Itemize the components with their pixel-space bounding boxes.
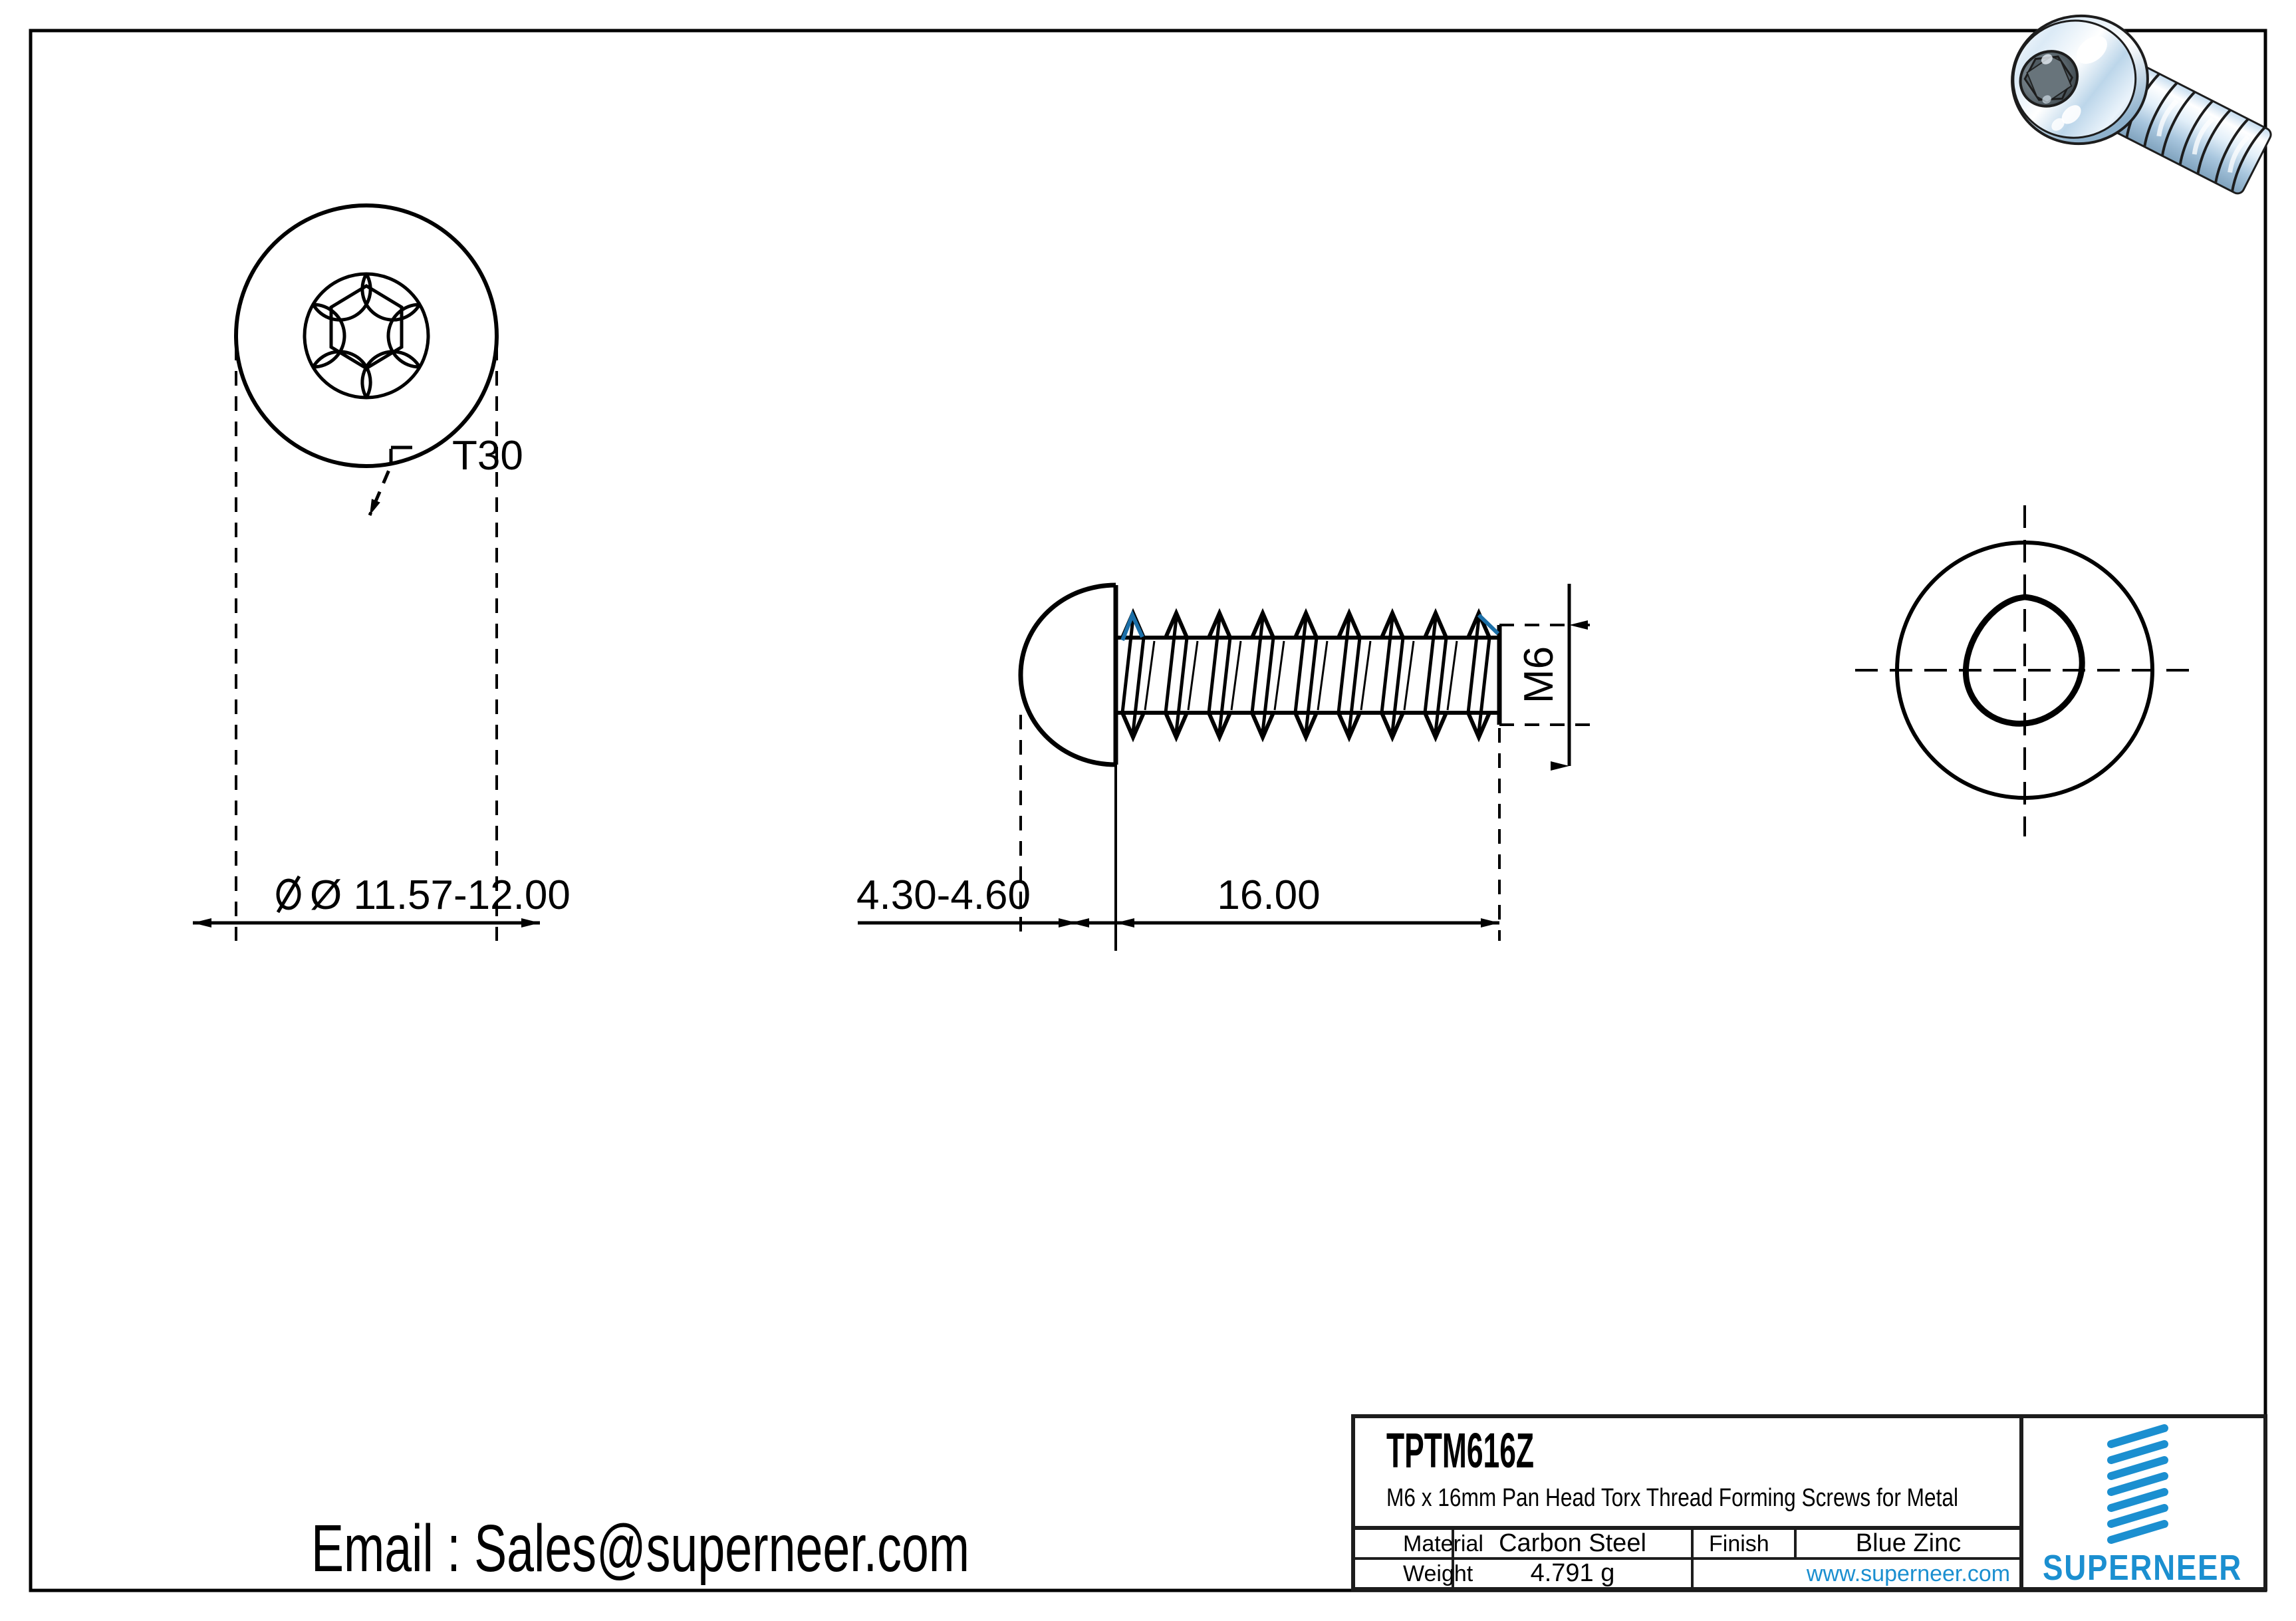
superneer-logo-mark (2107, 1424, 2168, 1544)
part-description-text: M6 x 16mm Pan Head Torx Thread Forming S… (1386, 1484, 1958, 1512)
website-link[interactable]: www.superneer.com (1806, 1561, 2010, 1586)
view-head-end (193, 203, 540, 941)
thread-length-dimension-label: 16.00 (1217, 872, 1320, 918)
view-point-end (1855, 505, 2201, 836)
material-label: Material (1403, 1531, 1483, 1557)
superneer-logo-wordmark: SUPERNEER (2043, 1548, 2242, 1588)
product-render-3d (2011, 14, 2272, 195)
finish-label: Finish (1709, 1531, 1769, 1557)
part-number-text: TPTM616Z (1386, 1423, 1534, 1478)
weight-value: 4.791 g (1531, 1559, 1615, 1587)
head-diameter-dimension-label: Ø 11.57-12.00 (310, 872, 571, 918)
weight-label: Weight (1403, 1561, 1473, 1586)
view-side-elevation (858, 582, 1596, 951)
contact-email-text: Email : Sales@superneer.com (311, 1511, 969, 1586)
drive-callout-label: T30 (452, 433, 523, 479)
finish-value: Blue Zinc (1856, 1529, 1961, 1557)
head-height-dimension-label: 4.30-4.60 (856, 872, 1031, 918)
material-value: Carbon Steel (1499, 1529, 1646, 1557)
thread-size-dimension-label: M6 (1516, 646, 1562, 703)
